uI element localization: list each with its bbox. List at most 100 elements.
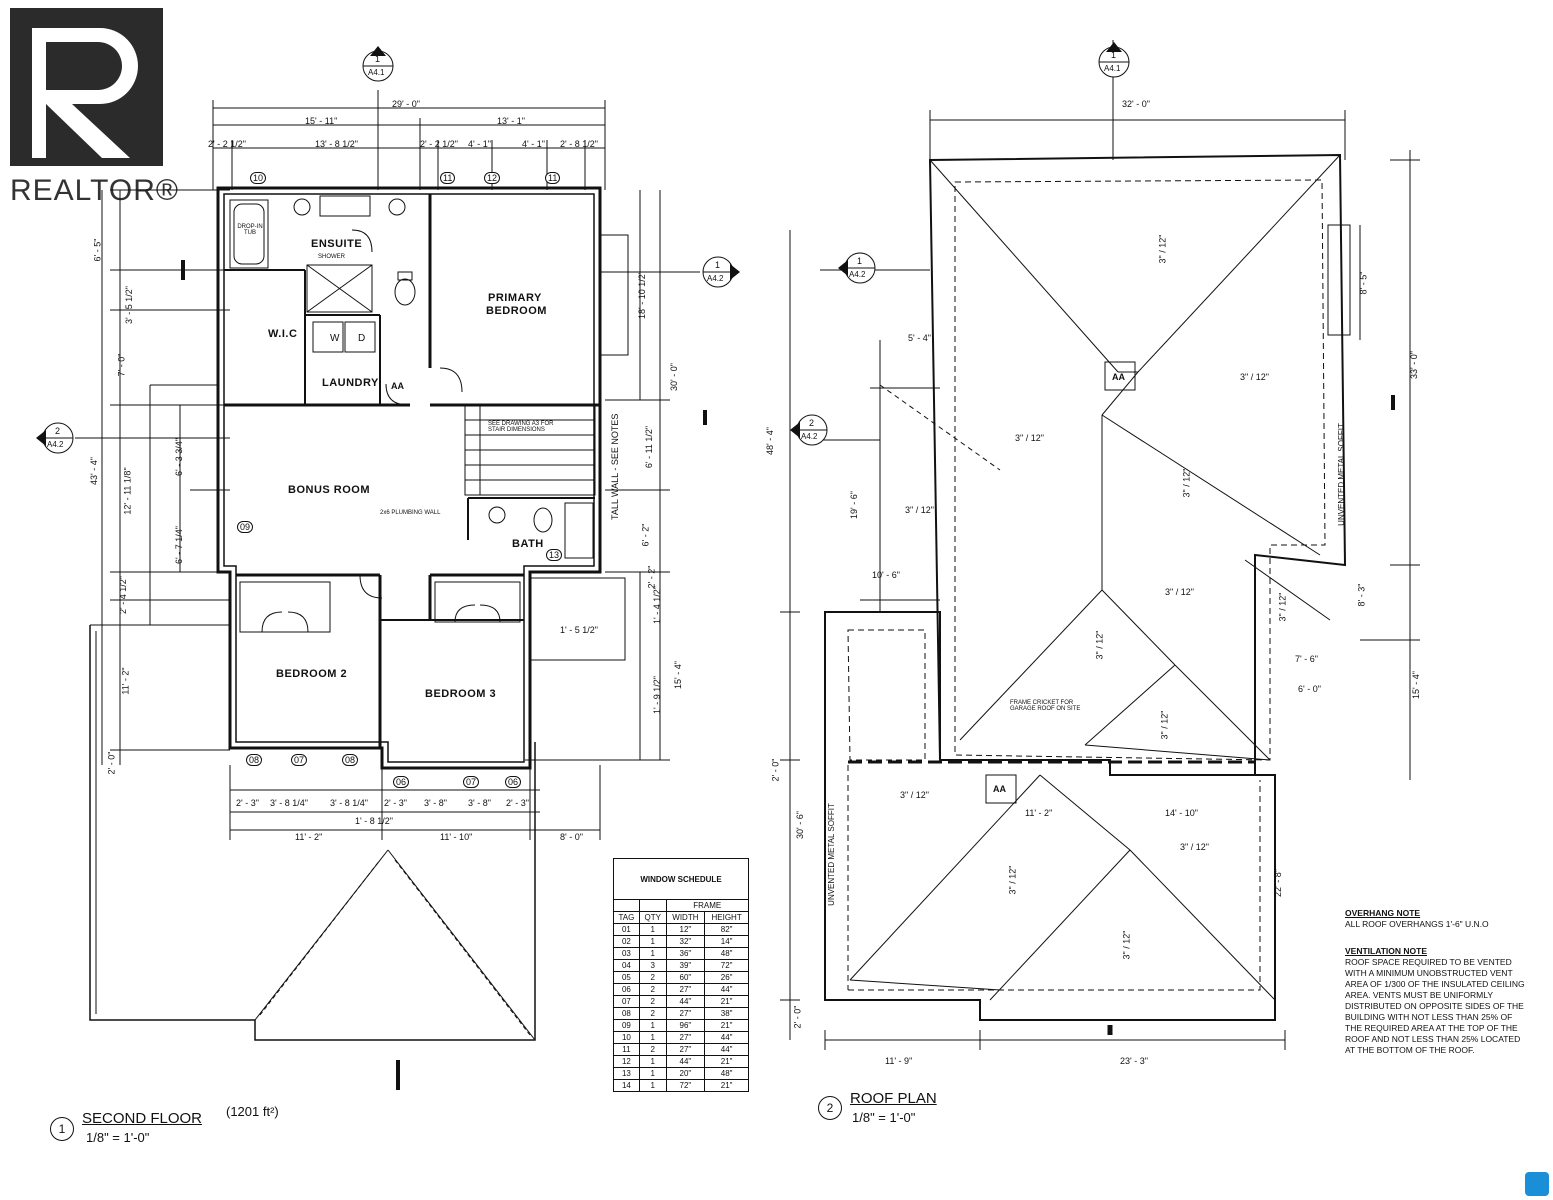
tall-wall-note: TALL WALL - SEE NOTES bbox=[610, 413, 620, 520]
dim-top-f: 2' - 8 1/2" bbox=[560, 139, 598, 149]
roof-dim: 19' - 6" bbox=[848, 491, 859, 519]
dim-left-d: 12' - 11 1/8" bbox=[122, 467, 133, 515]
table-cell: 13 bbox=[613, 1067, 640, 1080]
window-tag: 10 bbox=[250, 172, 267, 184]
section-marker: 1 A4.1 bbox=[1092, 40, 1136, 80]
dim-right-i: 1' - 9 1/2" bbox=[651, 676, 662, 714]
second-floor-plan bbox=[75, 90, 707, 1090]
dim-bottom-c: 3' - 8 1/4" bbox=[330, 798, 368, 808]
roof-pitch-label: 3" / 12" bbox=[1165, 587, 1194, 597]
dim-left-overall: 43' - 4" bbox=[88, 457, 99, 485]
dim-top-a: 2' - 2 1/2" bbox=[208, 139, 246, 149]
window-tag: 09 bbox=[237, 521, 254, 533]
second-floor-area: (1201 ft²) bbox=[226, 1104, 279, 1119]
roof-pitch-label: 3" / 12" bbox=[1180, 842, 1209, 852]
table-cell: 06 bbox=[613, 983, 640, 996]
roof-dim: 30' - 6" bbox=[794, 811, 805, 839]
second-floor-scale: 1/8" = 1'-0" bbox=[86, 1130, 150, 1145]
roof-dim: 48' - 4" bbox=[764, 427, 775, 455]
window-schedule-col-header: HEIGHT bbox=[704, 911, 749, 924]
window-tag: 13 bbox=[546, 549, 563, 561]
dim-left-a: 6' - 5" bbox=[92, 238, 103, 262]
dim-top-b: 13' - 8 1/2" bbox=[315, 139, 358, 149]
dim-bottom-e: 3' - 8" bbox=[424, 798, 447, 808]
table-cell: 32" bbox=[665, 935, 706, 948]
room-bonus: BONUS ROOM bbox=[288, 484, 370, 496]
dim-bottom-g: 2' - 3" bbox=[506, 798, 529, 808]
ventilation-note-title: VENTILATION NOTE bbox=[1345, 946, 1428, 956]
dim-top-right: 13' - 1" bbox=[497, 116, 525, 126]
roof-pitch-label: 3" / 12" bbox=[1121, 930, 1132, 960]
dim-right-d: 6' - 2" bbox=[640, 523, 651, 547]
room-bedroom-3: BEDROOM 3 bbox=[425, 688, 497, 700]
dim-right-f: 1' - 4 1/2" bbox=[651, 586, 662, 624]
room-ensuite: ENSUITE bbox=[311, 238, 363, 250]
roof-plan-title: ROOF PLAN bbox=[850, 1090, 937, 1107]
table-cell: 12" bbox=[665, 923, 706, 936]
tub-label: DROP-IN TUB bbox=[237, 224, 263, 236]
roof-pitch-label: 3" / 12" bbox=[1007, 865, 1018, 895]
aa-marker-floor: AA bbox=[391, 381, 404, 391]
roof-dim: 8' - 3" bbox=[1356, 583, 1367, 607]
dim-left-i: 2' - 0" bbox=[106, 751, 117, 775]
dim-left-e: 6' - 3 3/4" bbox=[173, 438, 184, 476]
section-marker: 1 A4.2 bbox=[836, 248, 880, 288]
overhang-note-title: OVERHANG NOTE bbox=[1345, 908, 1421, 918]
washer-label: W bbox=[330, 333, 340, 344]
dim-bottom-h: 1' - 8 1/2" bbox=[355, 816, 393, 826]
window-tag: 06 bbox=[393, 776, 410, 788]
table-cell: 21" bbox=[704, 1055, 749, 1068]
table-cell: 11 bbox=[613, 1043, 640, 1056]
window-schedule-col-header: WIDTH bbox=[665, 911, 706, 924]
window-schedule-col-header: QTY bbox=[638, 911, 667, 924]
roof-dim: 23' - 3" bbox=[1120, 1056, 1148, 1066]
window-tag: 11 bbox=[545, 172, 561, 184]
table-cell: 14" bbox=[704, 935, 749, 948]
room-laundry: LAUNDRY bbox=[322, 377, 379, 389]
table-cell: 2 bbox=[638, 1007, 667, 1020]
plumbing-wall-note: 2x6 PLUMBING WALL bbox=[380, 510, 441, 516]
section-marker-icon bbox=[790, 414, 828, 446]
table-cell: 1 bbox=[638, 1031, 667, 1044]
roof-pitch-label: 3" / 12" bbox=[1015, 433, 1044, 443]
section-marker-icon bbox=[36, 422, 74, 454]
section-marker-icon bbox=[702, 256, 740, 288]
dim-right-a: 18' - 10 1/2" bbox=[636, 271, 647, 319]
table-cell: 44" bbox=[665, 995, 706, 1008]
roof-plan bbox=[780, 40, 1420, 1050]
section-marker-icon bbox=[838, 252, 876, 284]
table-cell: 1 bbox=[638, 1055, 667, 1068]
room-primary-line1: PRIMARY bbox=[488, 292, 542, 304]
window-tag: 11 bbox=[440, 172, 456, 184]
dim-top-overall: 29' - 0" bbox=[392, 99, 420, 109]
section-marker-icon bbox=[1098, 42, 1130, 78]
dim-bottom-i: 11' - 2" bbox=[295, 832, 323, 842]
table-cell: 1 bbox=[638, 1067, 667, 1080]
window-schedule-frame-header: FRAME bbox=[665, 899, 750, 912]
table-cell: 27" bbox=[665, 1043, 706, 1056]
second-floor-title: SECOND FLOOR bbox=[82, 1110, 203, 1127]
table-cell: 21" bbox=[704, 1019, 749, 1032]
roof-pitch-label: 3" / 12" bbox=[1157, 234, 1168, 264]
roof-dim: 2' - 0" bbox=[770, 758, 781, 782]
room-wic: W.I.C bbox=[268, 328, 298, 340]
table-cell: 60" bbox=[665, 971, 706, 984]
table-cell: 2 bbox=[638, 983, 667, 996]
roof-dim: 5' - 4" bbox=[908, 333, 931, 343]
frame-cricket-note: FRAME CRICKET FOR GARAGE ROOF ON SITE bbox=[1010, 700, 1081, 712]
table-cell: 14 bbox=[613, 1079, 640, 1092]
window-schedule-title: WINDOW SCHEDULE bbox=[613, 858, 749, 900]
roof-dim: 10' - 6" bbox=[872, 570, 900, 580]
table-cell: 48" bbox=[704, 1067, 749, 1080]
room-bedroom-2: BEDROOM 2 bbox=[276, 668, 348, 680]
dim-bottom-b: 3' - 8 1/4" bbox=[270, 798, 308, 808]
dim-bottom-k: 8' - 0" bbox=[560, 832, 583, 842]
dim-top-left: 15' - 11" bbox=[305, 116, 338, 126]
section-marker-icon bbox=[362, 46, 394, 82]
